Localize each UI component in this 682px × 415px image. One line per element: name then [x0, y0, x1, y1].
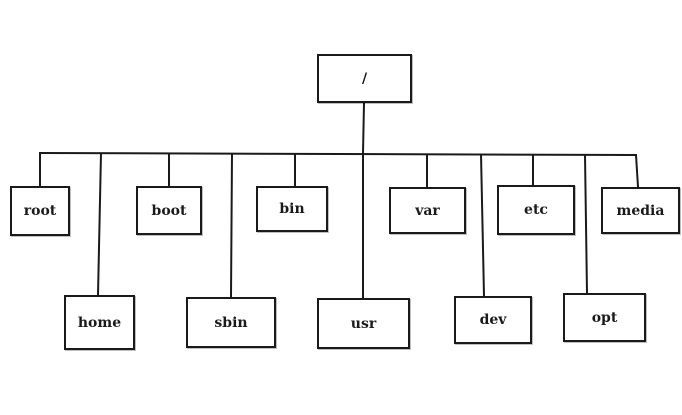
- node-label: media: [616, 202, 665, 219]
- connector-media: [635, 154, 639, 188]
- node-etc: etc: [497, 185, 575, 235]
- node-opt: opt: [563, 293, 646, 342]
- node-label: etc: [524, 202, 548, 218]
- node-label: sbin: [214, 314, 248, 331]
- node-home: home: [64, 295, 135, 350]
- root-trunk-line: [362, 102, 365, 154]
- node-media: media: [601, 187, 680, 234]
- connector-home: [97, 152, 102, 296]
- node-label: opt: [591, 309, 618, 326]
- node-usr: usr: [317, 298, 410, 349]
- node-sbin: sbin: [186, 297, 276, 348]
- connector-opt: [584, 154, 588, 294]
- horizontal-bus-line: [38, 152, 638, 156]
- node-root: root: [10, 186, 70, 236]
- node-label: var: [415, 202, 440, 219]
- node-dev: dev: [454, 296, 532, 344]
- node-label: root: [23, 203, 57, 219]
- node-label: usr: [350, 315, 377, 332]
- node-bin: bin: [256, 186, 328, 232]
- node-label: home: [77, 314, 122, 331]
- node-label: /: [361, 70, 368, 87]
- connector-dev: [480, 153, 485, 297]
- node-var: var: [389, 187, 466, 234]
- connector-sbin: [230, 152, 233, 298]
- node-label: bin: [279, 201, 305, 217]
- node-label: boot: [151, 202, 187, 219]
- node-boot: boot: [136, 186, 202, 235]
- node-slash-root: /: [317, 54, 412, 103]
- node-label: dev: [479, 312, 507, 328]
